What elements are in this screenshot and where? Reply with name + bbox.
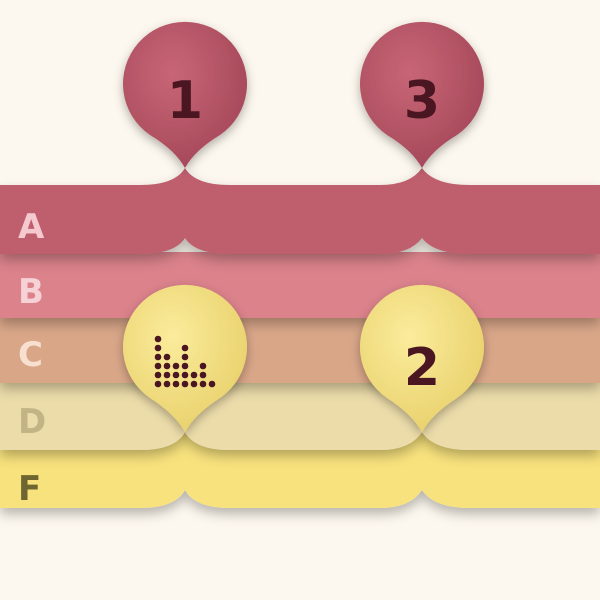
badge-1-number: 1 <box>167 71 203 131</box>
chart-dot <box>181 344 189 352</box>
row-b-band <box>0 252 600 318</box>
row-f-label: F <box>18 469 41 509</box>
row-a-band <box>0 168 600 254</box>
chart-dot <box>154 335 162 343</box>
row-c-band <box>0 316 600 383</box>
chart-dot <box>181 353 189 361</box>
row-b-label: B <box>18 272 44 312</box>
badge-1: 1 <box>123 21 248 169</box>
chart-dot <box>199 362 207 370</box>
chart-dot <box>154 371 162 379</box>
badge-3: 3 <box>360 21 484 169</box>
row-a-label: A <box>18 207 45 247</box>
chart-dot <box>163 371 171 379</box>
row-b: B <box>0 252 600 318</box>
chart-dot <box>154 362 162 370</box>
row-f: F <box>0 432 600 509</box>
row-c: C <box>0 316 600 383</box>
row-a: A <box>0 168 600 254</box>
chart-dot <box>154 380 162 388</box>
chart-dot <box>181 362 189 370</box>
row-d: D <box>0 383 600 450</box>
bar-chart-icon <box>154 335 216 388</box>
chart-dot <box>172 362 180 370</box>
chart-dot <box>199 380 207 388</box>
row-d-label: D <box>18 402 46 442</box>
badge-3-number: 3 <box>404 71 440 131</box>
row-f-band <box>0 432 600 508</box>
chart-dot <box>208 380 216 388</box>
chart-dot <box>190 371 198 379</box>
badge-chart <box>123 284 247 432</box>
badge-2: 2 <box>360 284 484 432</box>
chart-dot <box>172 380 180 388</box>
row-d-band <box>0 383 600 450</box>
chart-dot <box>154 344 162 352</box>
row-c-label: C <box>18 335 43 375</box>
badge-2-number: 2 <box>404 338 440 398</box>
chart-dot <box>199 371 207 379</box>
chart-dot <box>181 371 189 379</box>
chart-dot <box>163 353 171 361</box>
chart-dot <box>163 362 171 370</box>
chart-dot <box>172 371 180 379</box>
chart-dot <box>163 380 171 388</box>
chart-dot <box>181 380 189 388</box>
chart-dot <box>190 380 198 388</box>
chart-dot <box>154 353 162 361</box>
